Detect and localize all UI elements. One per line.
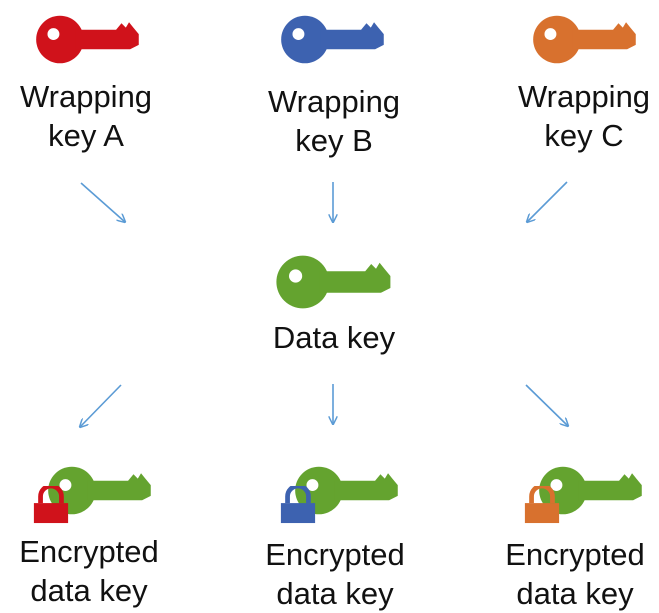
arrow-a-to-data-key <box>80 182 125 222</box>
encrypted-data-key-c <box>525 466 642 523</box>
encrypted-b-line1: Encrypted <box>265 537 405 572</box>
wrapping-key-c-label: Wrapping key C <box>502 77 659 155</box>
encrypted-data-key-a-label: Encrypted data key <box>4 532 174 610</box>
wrapping-key-c-line2: key C <box>544 118 624 153</box>
arrow-data-key-to-encrypted-c <box>525 384 568 426</box>
data-key-label-text: Data key <box>272 320 396 355</box>
encrypted-a-line1: Encrypted <box>19 534 159 569</box>
wrapping-key-b-line2: key B <box>295 123 373 158</box>
data-key-icon <box>276 255 391 309</box>
encrypted-c-line1: Encrypted <box>505 537 645 572</box>
wrapping-key-a-line1: Wrapping <box>19 79 153 114</box>
wrapping-key-a-label: Wrapping key A <box>4 77 168 155</box>
wrapping-key-b-label: Wrapping key B <box>252 82 416 160</box>
encrypted-data-key-c-label: Encrypted data key <box>490 535 659 613</box>
wrapping-key-b-line1: Wrapping <box>267 84 401 119</box>
wrapping-key-c-icon <box>533 15 636 64</box>
encrypted-a-line2: data key <box>30 573 148 608</box>
wrapping-key-a-icon <box>36 15 139 64</box>
wrapping-key-a-line2: key A <box>48 118 124 153</box>
encrypted-b-line2: data key <box>276 576 394 611</box>
data-key-label: Data key <box>234 318 434 357</box>
arrow-data-key-to-encrypted-a <box>80 384 122 427</box>
wrapping-key-c-line1: Wrapping <box>517 79 651 114</box>
wrapping-key-b-icon <box>281 15 384 64</box>
encrypted-data-key-a <box>34 466 151 523</box>
arrow-c-to-data-key <box>527 181 568 222</box>
encrypted-data-key-b-label: Encrypted data key <box>250 535 420 613</box>
encrypted-data-key-b <box>281 466 398 523</box>
encrypted-c-line2: data key <box>516 576 634 611</box>
